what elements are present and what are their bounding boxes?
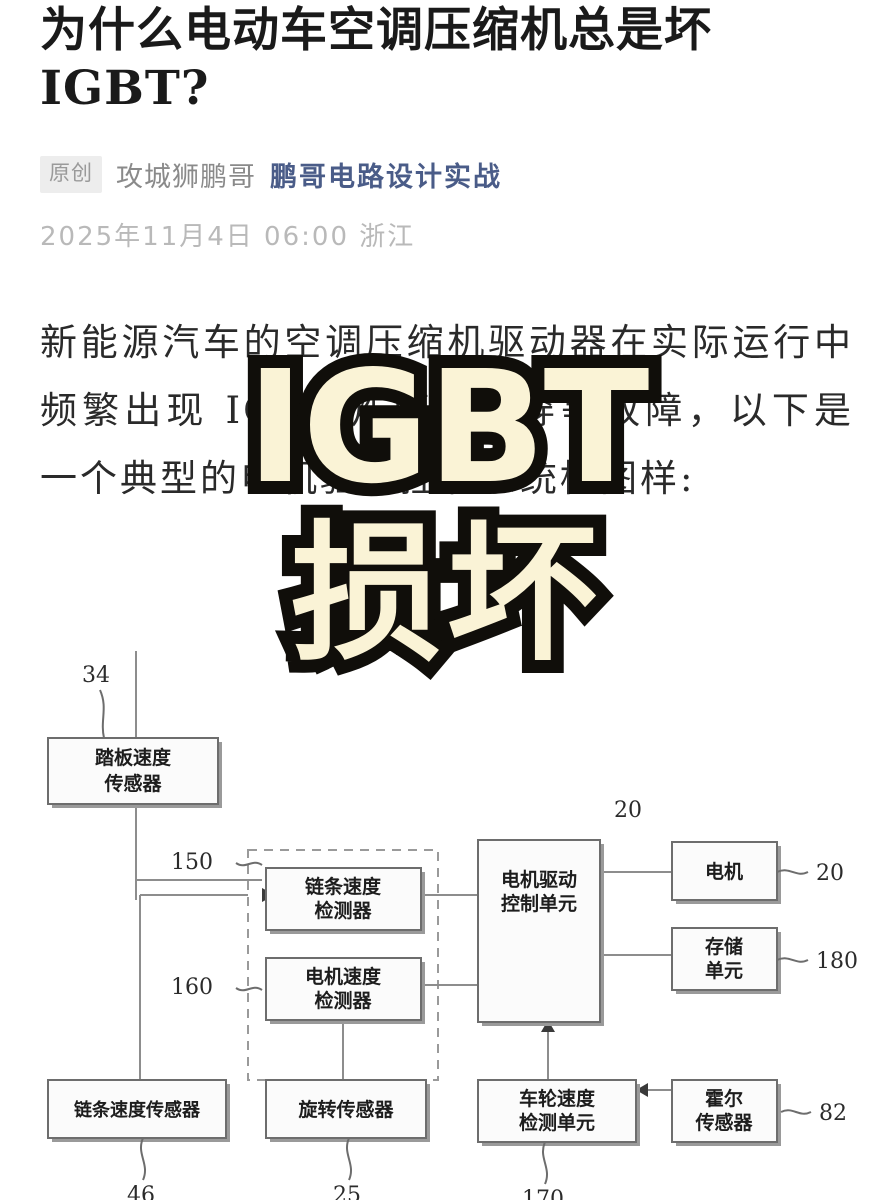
- block-label-storage-1: 存储: [705, 935, 743, 958]
- block-label-wheel-2: 检测单元: [519, 1111, 595, 1134]
- block-motor: 电机 20: [671, 841, 844, 904]
- ref-34: 34: [82, 663, 110, 688]
- ref-180: 180: [816, 949, 858, 974]
- author-name[interactable]: 攻城狮鹏哥: [116, 161, 256, 193]
- block-storage-unit: 存储 单元 180: [671, 927, 858, 994]
- arrow-to-wheel-speed-unit: [636, 1083, 648, 1097]
- block-label-pedal-1: 踏板速度: [95, 746, 172, 769]
- block-motor-speed-detector: 电机速度 检测器 160: [171, 957, 425, 1024]
- block-label-chain-det-1: 链条速度: [305, 875, 382, 898]
- block-label-pedal-2: 传感器: [103, 772, 162, 795]
- block-pedal-speed-sensor: 踏板速度 传感器 34: [47, 663, 222, 808]
- block-label-motor-det-2: 检测器: [314, 989, 372, 1012]
- byline: 原创 攻城狮鹏哥 鹏哥电路设计实战: [40, 155, 854, 194]
- ref-25: 25: [333, 1183, 361, 1200]
- block-label-rotation-sensor: 旋转传感器: [297, 1098, 394, 1121]
- article-header: 为什么电动车空调压缩机总是坏 IGBT? 原创 攻城狮鹏哥 鹏哥电路设计实战 2…: [0, 0, 894, 253]
- block-label-chain-det-2: 检测器: [314, 899, 372, 922]
- ref-20-control: 20: [614, 798, 642, 823]
- patent-block-diagram: 踏板速度 传感器 34 链条速度 检测器 150 电机速度 检测器: [0, 650, 894, 1200]
- block-label-storage-2: 单元: [705, 959, 743, 982]
- block-chain-speed-sensor: 链条速度传感器 46: [47, 1079, 230, 1200]
- block-label-mdcu-2: 控制单元: [501, 892, 577, 915]
- block-label-motor-det-1: 电机速度: [305, 965, 382, 988]
- block-label-chain-sensor: 链条速度传感器: [74, 1099, 201, 1121]
- block-chain-speed-detector: 链条速度 检测器 150: [171, 850, 425, 934]
- block-label-wheel-1: 车轮速度: [519, 1087, 596, 1110]
- ref-82: 82: [819, 1101, 847, 1126]
- page-title: 为什么电动车空调压缩机总是坏 IGBT?: [40, 3, 712, 117]
- account-name-link[interactable]: 鹏哥电路设计实战: [270, 161, 502, 193]
- article-body-paragraph: 新能源汽车的空调压缩机驱动器在实际运行中频繁出现 IGBT 炸管、击穿等故障，以…: [40, 320, 854, 501]
- ref-150: 150: [171, 850, 213, 875]
- block-wheel-speed-detect-unit: 车轮速度 检测单元 170: [477, 1079, 640, 1200]
- original-badge: 原创: [40, 155, 102, 193]
- publish-meta: 2025年11月4日 06:00 浙江: [40, 221, 416, 252]
- overlay-text-damage: 损坏: [278, 507, 610, 683]
- ref-46: 46: [127, 1183, 155, 1200]
- block-label-hall-2: 传感器: [694, 1111, 753, 1134]
- ref-170: 170: [522, 1187, 564, 1200]
- block-label-hall-1: 霍尔: [705, 1087, 743, 1110]
- block-label-mdcu-1: 电机驱动: [501, 868, 577, 891]
- ref-20-motor: 20: [816, 861, 844, 886]
- block-motor-drive-control-unit: 电机驱动 控制单元 20: [477, 798, 642, 1026]
- block-hall-sensor: 霍尔 传感器 82: [671, 1079, 847, 1146]
- ref-160: 160: [171, 975, 213, 1000]
- block-rotation-sensor: 旋转传感器 25: [265, 1079, 430, 1200]
- block-label-motor: 电机: [705, 860, 743, 883]
